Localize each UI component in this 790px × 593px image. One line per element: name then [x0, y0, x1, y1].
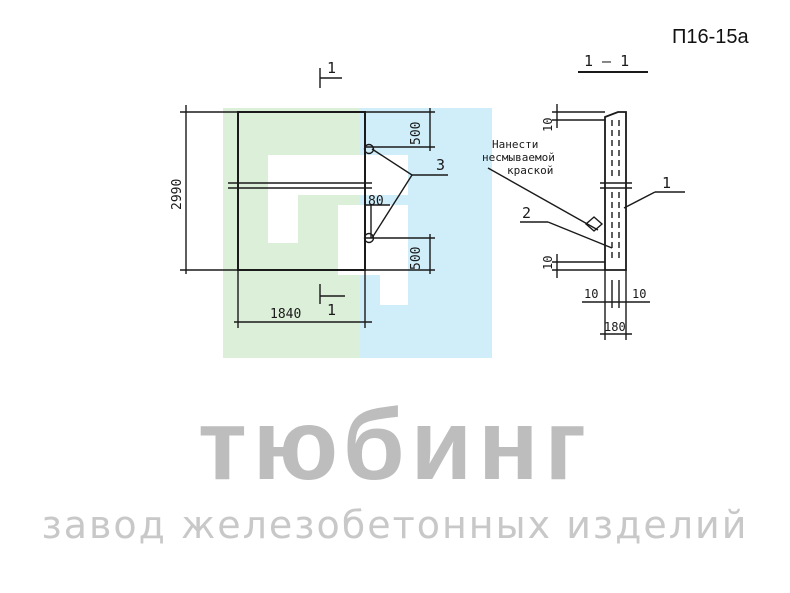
dim-width: 1840	[270, 307, 301, 322]
logo-white-cut-2	[268, 195, 298, 243]
logo-white-cut-1	[268, 155, 408, 195]
lifting-loop-top	[363, 143, 375, 155]
dim-section-top: 10	[541, 118, 555, 132]
leader-2	[547, 221, 613, 249]
note-line-3: краской	[507, 164, 553, 177]
dim-thickness: 180	[604, 320, 626, 334]
dim-bottom-offset: 500	[409, 247, 424, 270]
callout-2: 2	[522, 204, 531, 222]
panel-outline	[237, 111, 366, 271]
section-mark-bottom: 1	[327, 301, 336, 319]
leader-1	[623, 191, 656, 209]
product-code: П16-15а	[672, 26, 749, 48]
section-mark-top: 1	[327, 59, 336, 77]
dim-top-offset: 500	[409, 122, 424, 145]
logo-watermark	[223, 108, 492, 358]
leader-3a	[371, 148, 413, 176]
tagline-watermark: завод железобетонных изделий	[41, 503, 749, 547]
dim-section-bottom: 10	[541, 256, 555, 270]
logo-white-cut-4	[380, 275, 408, 305]
dim-section-right: 10	[632, 287, 646, 301]
note-line-1: Нанести	[492, 138, 538, 151]
callout-3: 3	[436, 156, 445, 174]
mark-diamond	[584, 216, 604, 232]
note-line-2: несмываемой	[482, 151, 555, 164]
dim-height: 2990	[170, 179, 185, 210]
lifting-loop-bottom	[363, 232, 375, 244]
note-leader	[487, 167, 599, 231]
leader-3b	[371, 174, 413, 239]
callout-1: 1	[662, 174, 671, 192]
dim-section-left: 10	[584, 287, 598, 301]
brand-watermark: тюбинг	[197, 389, 593, 501]
dim-gap: 80	[368, 194, 384, 209]
section-title: 1 — 1	[584, 52, 629, 70]
